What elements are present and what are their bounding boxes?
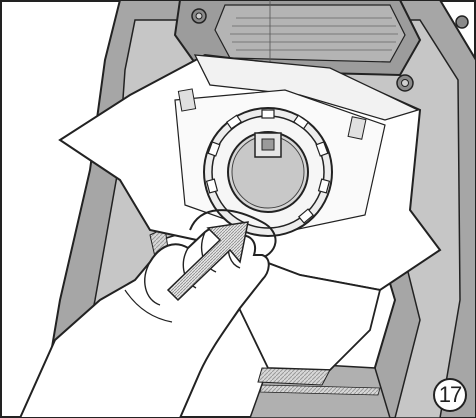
bag-collar <box>204 108 332 236</box>
step-number-badge: 17 <box>433 378 467 412</box>
